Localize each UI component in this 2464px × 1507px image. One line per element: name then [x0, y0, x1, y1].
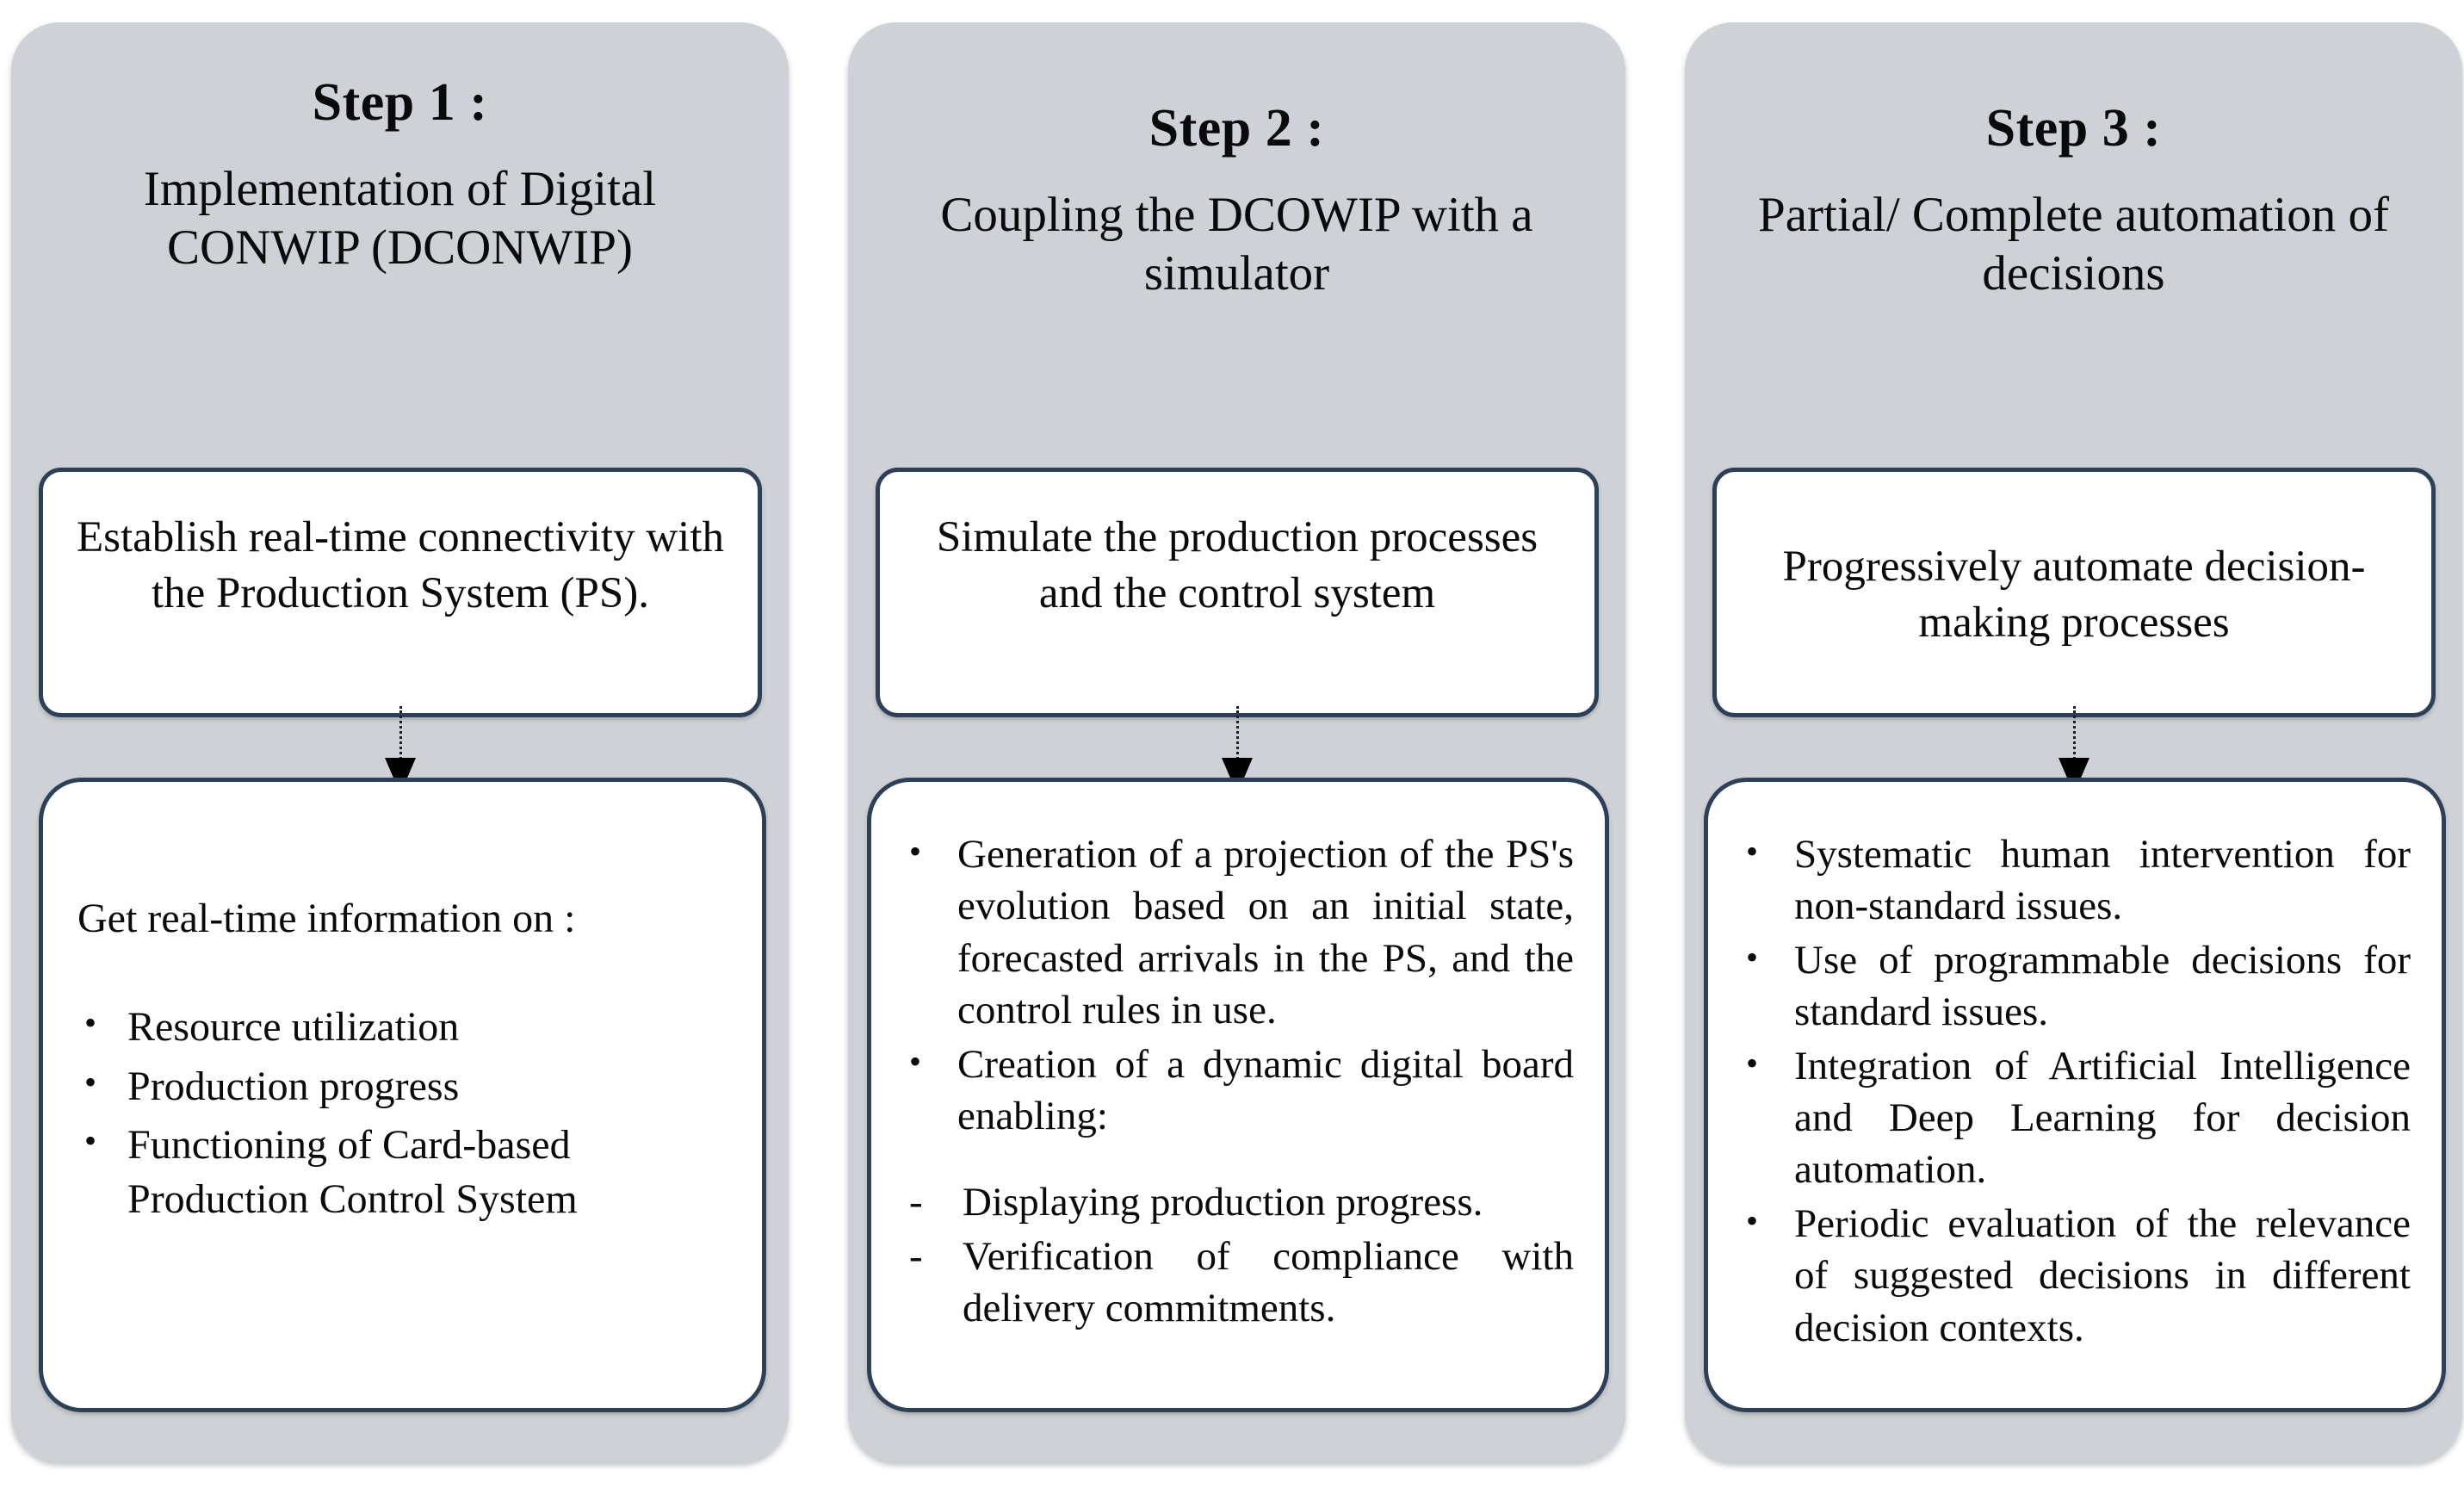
- list-item: Resource utilization: [77, 999, 727, 1054]
- step-3-top-box: Progressively automate decision-making p…: [1712, 468, 2436, 717]
- step-1-top-box: Establish real-time connectivity with th…: [39, 468, 762, 717]
- step-1-bottom-box-body: Get real-time information on : Resource …: [43, 892, 762, 1231]
- list-item-text: Generation of a projection of the PS's e…: [957, 832, 1574, 1033]
- step-3-top-box-text: Progressively automate decision-making p…: [1782, 543, 2366, 647]
- list-item-text: Use of programmable decisions for standa…: [1794, 937, 2411, 1035]
- step-3-bottom-box: Systematic human intervention for non-st…: [1704, 778, 2446, 1412]
- step-2-bottom-box-body: Generation of a projection of the PS's e…: [871, 828, 1605, 1336]
- list-item-text: Functioning of Card-based Production Con…: [127, 1122, 578, 1222]
- step-3-bullet-list: Systematic human intervention for non-st…: [1737, 828, 2411, 1354]
- list-item-text: Production progress: [127, 1063, 460, 1109]
- list-item-text: Systematic human intervention for non-st…: [1794, 832, 2411, 929]
- step-1-lead-text: Get real-time information on :: [77, 896, 576, 941]
- list-item-text: Resource utilization: [127, 1004, 460, 1051]
- list-item-text: Verification of compliance with delivery…: [963, 1233, 1574, 1331]
- list-item-text: Creation of a dynamic digital board enab…: [957, 1041, 1574, 1138]
- step-2-bottom-box: Generation of a projection of the PS's e…: [867, 778, 1609, 1412]
- list-item: Systematic human intervention for non-st…: [1737, 828, 2411, 933]
- list-item: Verification of compliance with delivery…: [901, 1231, 1574, 1335]
- list-item: Use of programmable decisions for standa…: [1737, 933, 2411, 1039]
- step-1-bullet-list: Resource utilization Production progress…: [77, 999, 727, 1226]
- step-1-title: Implementation of Digital CONWIP (DCONWI…: [143, 162, 657, 276]
- step-3-label: Step 3 :: [1985, 99, 2162, 158]
- step-2-label: Step 2 :: [1148, 99, 1325, 158]
- step-3-title: Partial/ Complete automation of decision…: [1758, 188, 2389, 301]
- list-item: Generation of a projection of the PS's e…: [901, 828, 1574, 1037]
- step-2-title: Coupling the DCOWIP with a simulator: [940, 188, 1533, 301]
- step-1-top-box-text: Establish real-time connectivity with th…: [76, 513, 725, 617]
- step-3-heading: Step 3 : Partial/ Complete automation of…: [1685, 102, 2462, 304]
- step-1-bottom-box: Get real-time information on : Resource …: [39, 778, 766, 1412]
- step-2-bullet-list: Generation of a projection of the PS's e…: [901, 828, 1574, 1142]
- step-1-label: Step 1 :: [312, 73, 488, 132]
- step-2-top-box: Simulate the production processes and th…: [876, 468, 1599, 717]
- step-3-bottom-box-body: Systematic human intervention for non-st…: [1708, 828, 2442, 1355]
- step-2-dash-list: Displaying production progress. Verifica…: [901, 1176, 1574, 1334]
- list-item: Integration of Artificial Intelligence a…: [1737, 1039, 2411, 1196]
- step-2-top-box-text: Simulate the production processes and th…: [936, 513, 1538, 617]
- list-item: Displaying production progress.: [901, 1176, 1574, 1229]
- list-item-text: Periodic evaluation of the relevance of …: [1794, 1200, 2411, 1350]
- list-item: Functioning of Card-based Production Con…: [77, 1117, 727, 1226]
- list-item: Periodic evaluation of the relevance of …: [1737, 1197, 2411, 1354]
- list-item: Creation of a dynamic digital board enab…: [901, 1038, 1574, 1143]
- step-2-heading: Step 2 : Coupling the DCOWIP with a simu…: [848, 102, 1625, 304]
- list-item: Production progress: [77, 1058, 727, 1113]
- step-1-heading: Step 1 : Implementation of Digital CONWI…: [11, 76, 789, 278]
- list-item-text: Displaying production progress.: [963, 1180, 1483, 1225]
- list-item-text: Integration of Artificial Intelligence a…: [1794, 1043, 2411, 1193]
